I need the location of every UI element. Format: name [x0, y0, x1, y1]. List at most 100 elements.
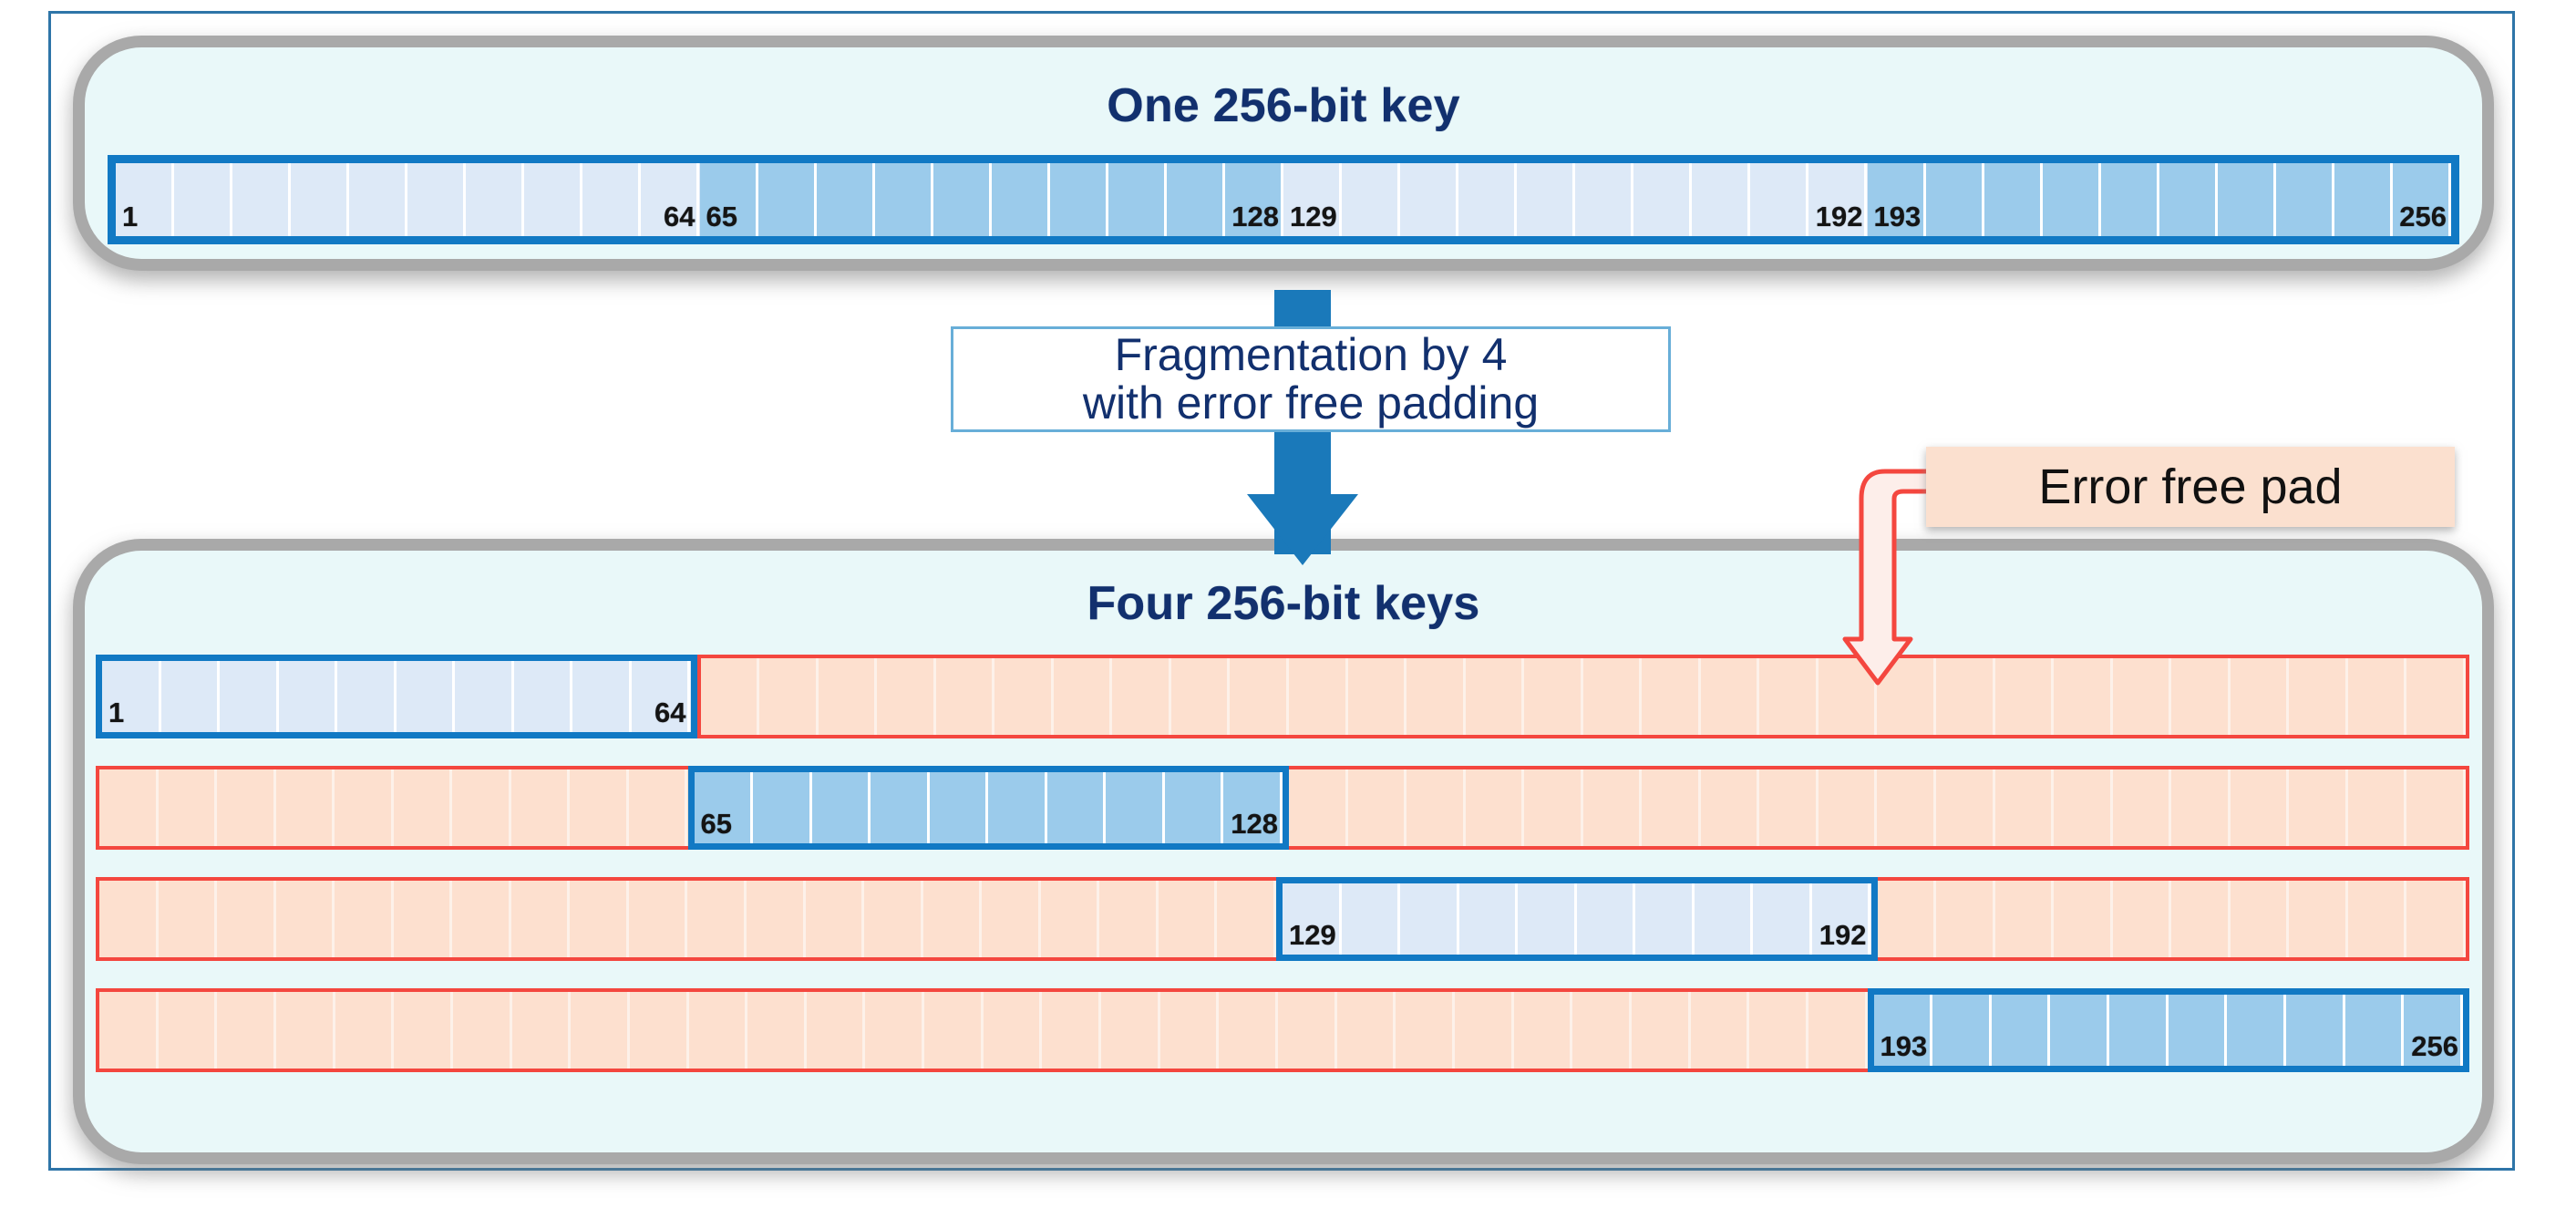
- padding-block: [96, 988, 689, 1072]
- bit-cell: [159, 992, 218, 1069]
- bit-cell: [629, 769, 688, 846]
- bit-cell: [514, 661, 573, 732]
- bit-cell: [1517, 163, 1576, 236]
- bit-cell: [511, 769, 571, 846]
- bit-cell: [407, 163, 467, 236]
- bit-cell: [1642, 769, 1701, 846]
- bit-cell: [1225, 163, 1283, 236]
- bit-cell: [2406, 658, 2466, 735]
- bit-cell: [1819, 658, 1878, 735]
- bit-label-start: 65: [700, 808, 732, 840]
- bit-label-end: 128: [1231, 201, 1279, 232]
- bit-cell: [1701, 769, 1760, 846]
- bit-cell: [2227, 995, 2287, 1066]
- bit-cell: [1054, 658, 1113, 735]
- bit-cell: [753, 772, 812, 843]
- bit-cell: [1995, 881, 2055, 957]
- padding-block: [1289, 655, 1878, 738]
- bit-cell: [936, 658, 995, 735]
- bit-cell: [923, 881, 983, 957]
- bit-cell: [2054, 881, 2113, 957]
- bit-cell: [1995, 769, 2055, 846]
- bit-cell: [2289, 658, 2348, 735]
- key-fragment: 1 64: [96, 655, 697, 738]
- bit-label-start: 65: [706, 201, 737, 232]
- bit-cell: [988, 772, 1047, 843]
- bit-cell: [511, 881, 571, 957]
- bit-cell: [875, 163, 933, 236]
- bit-cell: [1406, 769, 1466, 846]
- bit-cell: [1108, 163, 1167, 236]
- bit-cell: [1633, 163, 1693, 236]
- bit-cell: [570, 769, 629, 846]
- bit-cell: [688, 881, 747, 957]
- bit-cell: [455, 661, 514, 732]
- bit-cell: [276, 992, 335, 1069]
- bit-cell: [1283, 163, 1343, 236]
- bit-cell: [1289, 769, 1348, 846]
- bit-cell: [394, 881, 453, 957]
- fragment-row: 1 64: [96, 655, 2469, 738]
- bit-cell: [994, 658, 1054, 735]
- error-free-pad-pointer-icon: [1842, 469, 1969, 686]
- bit-cell: [747, 992, 807, 1069]
- bit-cell: [2054, 658, 2113, 735]
- bit-cell: [1396, 992, 1455, 1069]
- bit-cell: [102, 661, 161, 732]
- bit-cell: [1342, 883, 1401, 955]
- fragment-row: 129 192: [96, 877, 2469, 961]
- bit-cell: [930, 772, 989, 843]
- bit-cell: [1101, 992, 1160, 1069]
- bit-cell: [217, 992, 276, 1069]
- bit-cell: [641, 163, 700, 236]
- bit-cell: [1112, 658, 1171, 735]
- bit-cell: [1466, 769, 1525, 846]
- bit-cell: [1936, 881, 1995, 957]
- bit-cell: [99, 769, 159, 846]
- bit-cell: [1992, 995, 2051, 1066]
- padding-block: [1278, 988, 1868, 1072]
- bit-cell: [453, 992, 512, 1069]
- bit-cell: [689, 992, 748, 1069]
- bit-cell: [1099, 881, 1159, 957]
- bit-cell: [291, 163, 350, 236]
- bit-cell: [1518, 883, 1577, 955]
- bit-label-start: 1: [108, 697, 125, 728]
- bit-label-end: 256: [2399, 201, 2447, 232]
- bit-cell: [1283, 883, 1342, 955]
- bit-cell: [572, 661, 632, 732]
- bit-cell: [1167, 163, 1225, 236]
- bit-cell: [276, 881, 335, 957]
- bit-cell: [1878, 658, 1937, 735]
- fragmentation-label-box: Fragmentation by 4 with error free paddi…: [951, 326, 1671, 432]
- bit-cell: [2334, 163, 2393, 236]
- bit-cell: [2218, 163, 2276, 236]
- bit-cell: [335, 881, 394, 957]
- bit-label-start: 193: [1880, 1030, 1928, 1062]
- bit-cell: [812, 772, 871, 843]
- bit-cell: [1289, 658, 1348, 735]
- bit-cell: [1217, 881, 1276, 957]
- bit-cell: [700, 163, 758, 236]
- bit-cell: [1808, 163, 1868, 236]
- bit-cell: [1701, 658, 1760, 735]
- bit-cell: [1936, 769, 1995, 846]
- bit-cell: [1936, 658, 1995, 735]
- bit-cell: [512, 992, 572, 1069]
- bit-cell: [159, 769, 218, 846]
- bit-cell: [629, 881, 688, 957]
- bit-cell: [871, 772, 930, 843]
- padding-block: [1877, 655, 2469, 738]
- bit-cell: [1572, 992, 1632, 1069]
- bit-cell: [394, 769, 453, 846]
- bit-cell: [1812, 883, 1871, 955]
- bit-cell: [2043, 163, 2101, 236]
- bit-cell: [232, 163, 292, 236]
- bit-cell: [466, 163, 525, 236]
- bit-cell: [1878, 769, 1937, 846]
- bit-cell: [1575, 163, 1634, 236]
- bit-cell: [2113, 658, 2172, 735]
- bit-cell: [335, 769, 394, 846]
- bit-cell: [1455, 992, 1514, 1069]
